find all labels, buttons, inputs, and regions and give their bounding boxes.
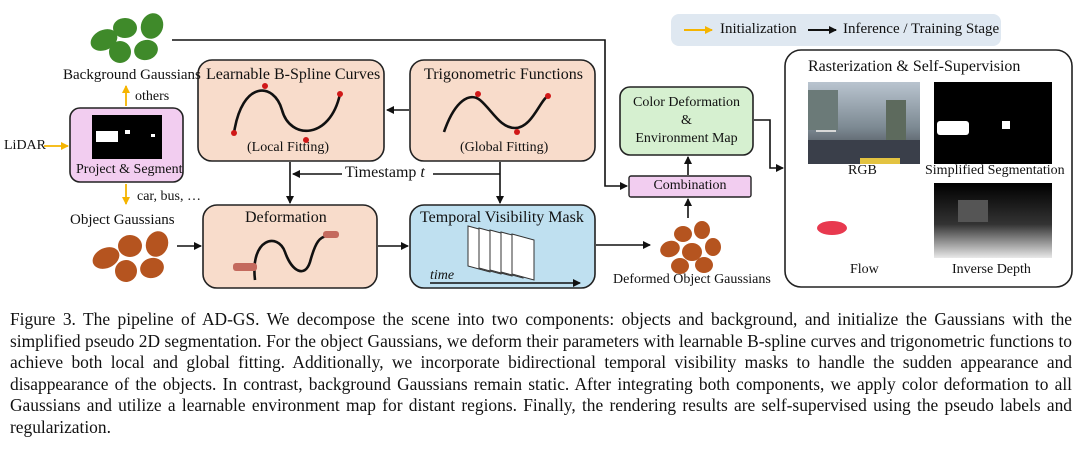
color-deformation-line3: Environment Map bbox=[635, 131, 738, 146]
deformed-object-label: Deformed Object Gaussians bbox=[613, 272, 771, 287]
combination-label: Combination bbox=[653, 178, 727, 193]
color-deformation-box bbox=[619, 86, 754, 156]
trig-curve bbox=[442, 94, 549, 133]
inverse-depth-image bbox=[934, 183, 1052, 258]
rgb-label: RGB bbox=[848, 163, 877, 178]
bspline-control-points bbox=[231, 83, 343, 143]
color-to-raster-arrow bbox=[754, 119, 784, 172]
others-label: others bbox=[135, 89, 170, 104]
lidar-label: LiDAR bbox=[4, 138, 46, 153]
legend-initialization-label: Initialization bbox=[720, 21, 797, 37]
tvm-title: Temporal Visibility Mask bbox=[420, 209, 584, 226]
background-gaussians-label: Background Gaussians bbox=[63, 67, 201, 83]
local-fitting-label: (Local Fitting) bbox=[247, 140, 330, 155]
trig-box bbox=[409, 59, 596, 162]
legend-inference-label: Inference / Training Stage bbox=[843, 21, 1000, 37]
car-sprite-icon bbox=[233, 231, 339, 271]
flow-image bbox=[808, 183, 920, 258]
object-gaussians-icon bbox=[92, 231, 169, 282]
global-fitting-label: (Global Fitting) bbox=[460, 140, 549, 155]
bspline-curve bbox=[232, 89, 342, 134]
trig-title: Trigonometric Functions bbox=[424, 66, 583, 83]
simplified-seg-label: Simplified Segmentation bbox=[925, 163, 1065, 178]
combination-box bbox=[628, 175, 752, 198]
inverse-depth-label: Inverse Depth bbox=[952, 262, 1031, 277]
segmentation-image bbox=[934, 82, 1052, 164]
raster-title: Rasterization & Self-Supervision bbox=[808, 58, 1021, 75]
rgb-image bbox=[808, 82, 920, 164]
timestamp-variable: t bbox=[420, 164, 425, 181]
trig-control-points bbox=[475, 91, 551, 135]
project-segment-label: Project & Segment bbox=[76, 162, 183, 177]
background-gaussians-icon bbox=[90, 13, 164, 63]
time-label: time bbox=[430, 268, 455, 283]
figure-caption: Figure 3. The pipeline of AD-GS. We deco… bbox=[10, 309, 1072, 437]
mask-frames-icon bbox=[467, 225, 535, 281]
color-deformation-line1: Color Deformation bbox=[633, 95, 740, 110]
bspline-title: Learnable B-Spline Curves bbox=[206, 66, 381, 83]
timestamp-label: Timestamp t bbox=[345, 164, 425, 181]
object-gaussians-label: Object Gaussians bbox=[70, 212, 175, 228]
pipeline-diagram bbox=[44, 13, 1073, 289]
car-bus-label: car, bus, … bbox=[137, 189, 201, 204]
bspline-box bbox=[197, 59, 385, 162]
deformation-title: Deformation bbox=[245, 209, 327, 226]
deformed-object-gaussians-icon bbox=[660, 221, 721, 274]
deformation-curve bbox=[253, 234, 327, 281]
bg-to-combination-arrow bbox=[172, 39, 628, 190]
flow-label: Flow bbox=[850, 262, 879, 277]
color-deformation-line2: & bbox=[681, 113, 692, 128]
